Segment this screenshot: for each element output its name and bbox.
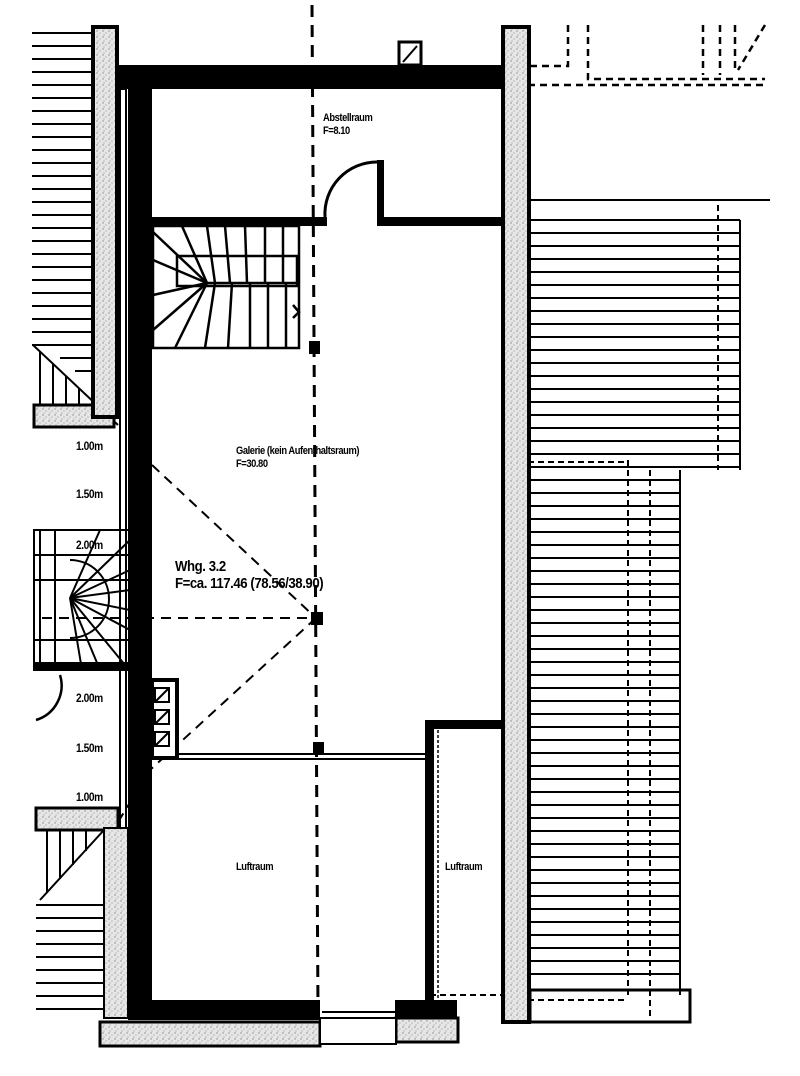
galerie-area: F=30.80 <box>236 458 268 470</box>
dimension-label: 1.00m <box>76 790 103 804</box>
luftraum-left-label: Luftraum <box>236 861 274 873</box>
dimension-label: 2.00m <box>76 691 103 705</box>
unit-title: Whg. 3.2 <box>175 558 226 575</box>
exterior-walls <box>117 65 510 1020</box>
right-stair-hatch-upper <box>528 232 740 468</box>
left-neighbor-stair-top <box>32 32 119 426</box>
dimension-label: 1.50m <box>76 487 103 501</box>
internal-staircase <box>151 224 301 350</box>
abstellraum-name: Abstellraum <box>323 112 373 124</box>
galerie-name: Galerie (kein Aufenthaltsraum) <box>236 445 360 457</box>
dimension-label: 1.50m <box>76 741 103 755</box>
abstellraum-area: F=8.10 <box>323 125 350 137</box>
dimension-label: 1.00m <box>76 439 103 453</box>
unit-total-area: F=ca. 117.46 (78.56/38.90) <box>175 575 324 592</box>
luftraum-right-label: Luftraum <box>445 861 483 873</box>
dimension-label: 2.00m <box>76 538 103 552</box>
right-stair-hatch-lower <box>528 470 681 995</box>
